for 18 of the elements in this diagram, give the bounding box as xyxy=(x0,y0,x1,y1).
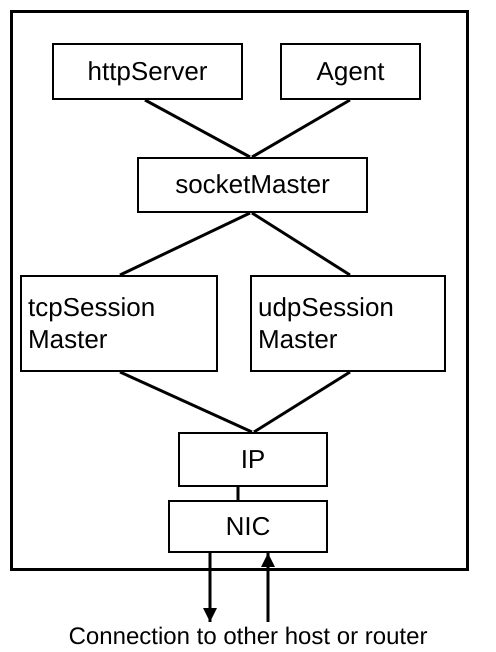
arrow xyxy=(203,553,217,622)
process-box: httpServer xyxy=(52,43,243,100)
process-box: NIC xyxy=(168,500,328,553)
connector-line xyxy=(251,212,351,276)
connector-line xyxy=(253,370,351,434)
connector-line xyxy=(251,98,351,158)
connector-line xyxy=(236,487,240,500)
caption-text: Connection to other host or router xyxy=(68,622,428,652)
arrow xyxy=(261,553,275,622)
process-box: Agent xyxy=(280,43,421,100)
process-box: udpSession Master xyxy=(250,275,446,372)
connector-line xyxy=(119,370,253,434)
process-box: tcpSession Master xyxy=(20,275,218,372)
system-frame xyxy=(10,10,469,571)
process-box: IP xyxy=(178,432,328,487)
connector-line xyxy=(119,212,251,276)
connector-line xyxy=(144,98,251,158)
process-box: socketMaster xyxy=(137,157,368,213)
